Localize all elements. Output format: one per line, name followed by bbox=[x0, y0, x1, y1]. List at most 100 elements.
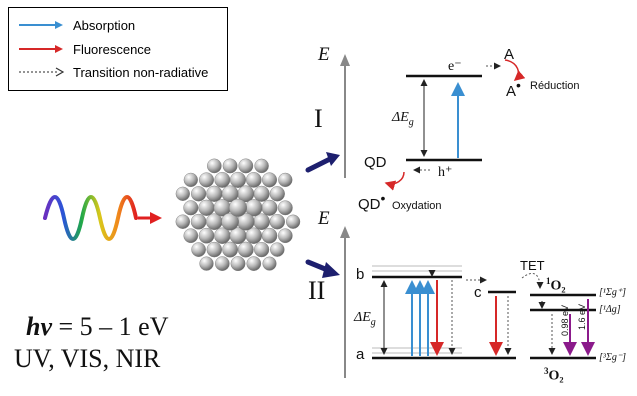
gap-subscript: g bbox=[370, 316, 376, 328]
nanoparticle-atom bbox=[198, 199, 215, 216]
energy-16-label: 1.6 eV bbox=[577, 303, 587, 330]
nanoparticle-atom bbox=[230, 256, 246, 271]
nanoparticle-atom bbox=[222, 158, 238, 174]
nanoparticle-atom bbox=[221, 212, 239, 231]
nanoparticle-atom bbox=[183, 200, 199, 216]
level-c-label: c bbox=[474, 284, 482, 301]
panel-I-axis-head bbox=[340, 54, 350, 66]
nanoparticle-atom bbox=[246, 256, 262, 271]
nanoparticle-atom bbox=[262, 256, 277, 271]
nanoparticle-atom bbox=[191, 186, 207, 202]
qd-label: QD bbox=[364, 154, 387, 171]
reduction-label: Réduction bbox=[530, 80, 580, 92]
nanoparticle-atom bbox=[270, 242, 285, 257]
panel-I-axis-label: E bbox=[318, 44, 330, 65]
legend-non-radiative-label: Transition non-radiative bbox=[73, 64, 209, 80]
panel-II-axis-label: E bbox=[318, 208, 330, 229]
nanoparticle-atom bbox=[254, 242, 270, 258]
radical-dot: • bbox=[380, 190, 386, 206]
arrow-to-panel-I bbox=[305, 155, 335, 173]
non-radiative-line-icon bbox=[19, 67, 65, 77]
nanoparticle-atom bbox=[261, 199, 278, 216]
nanoparticle-atom bbox=[238, 158, 254, 174]
nanoparticle-atom bbox=[206, 158, 222, 174]
nanoparticle-atom bbox=[222, 241, 239, 258]
legend-item-fluorescence: Fluorescence bbox=[17, 40, 151, 58]
nanoparticle-atom bbox=[229, 171, 246, 188]
panel-I-oxidation-arrow bbox=[384, 171, 405, 191]
nanoparticle-atom bbox=[199, 256, 214, 271]
nanoparticle-atom bbox=[254, 158, 269, 174]
acceptor-label: A bbox=[504, 46, 515, 63]
legend-fluorescence-label: Fluorescence bbox=[73, 41, 152, 57]
panel-I-gap-label: ΔEg bbox=[392, 110, 414, 128]
wave-arrow-head bbox=[150, 212, 162, 224]
hv-symbol: hν bbox=[26, 312, 52, 341]
nanoparticle-atom bbox=[262, 172, 278, 188]
nanoparticle-atom bbox=[269, 186, 285, 202]
panel-II-axis-head bbox=[340, 226, 350, 238]
nanoparticle-atom bbox=[221, 185, 239, 203]
tet-arrow bbox=[521, 272, 544, 289]
nanoparticle-atom bbox=[175, 214, 191, 229]
panel-II-roman: II bbox=[308, 276, 326, 305]
nanoparticle-atom bbox=[245, 172, 262, 188]
level-a-label: a bbox=[356, 346, 365, 363]
radical-dot: • bbox=[516, 77, 521, 93]
light-wave bbox=[43, 195, 138, 241]
triplet-text: O₂ bbox=[548, 368, 564, 384]
nanoparticle-atom bbox=[191, 242, 206, 257]
nanoparticle-atom bbox=[286, 214, 301, 229]
energy-range: = 5 – 1 eV bbox=[58, 312, 169, 341]
qd-oxidized-label: QD• bbox=[358, 190, 385, 213]
nanoparticle-atom bbox=[183, 172, 198, 188]
fluorescence-line-icon bbox=[19, 45, 63, 53]
arrow-to-panel-II-head bbox=[322, 262, 340, 278]
quantum-dot-sphere bbox=[175, 158, 301, 271]
term-sigma-lower: [³Σg⁻] bbox=[599, 352, 627, 363]
electron-label: e⁻ bbox=[448, 59, 462, 74]
singlet-text: O₂ bbox=[550, 278, 566, 294]
triplet-oxygen-label: 3O₂ bbox=[544, 366, 564, 385]
acceptor-reduced-label: A• bbox=[506, 77, 521, 100]
gap-symbol: ΔE bbox=[354, 310, 371, 325]
nanoparticle-atom bbox=[278, 172, 293, 188]
gap-symbol: ΔE bbox=[392, 110, 409, 125]
legend-item-non-radiative: Transition non-radiative bbox=[17, 63, 208, 81]
panel-II-gap-label: ΔEg bbox=[354, 310, 376, 328]
nanoparticle-atom bbox=[206, 185, 223, 202]
legend-absorption-label: Absorption bbox=[73, 17, 136, 33]
nanoparticle-atom bbox=[261, 227, 278, 244]
nanoparticle-atom bbox=[206, 241, 223, 258]
acceptor-reduced-text: A bbox=[506, 83, 517, 100]
panel-I-reduction-arrow bbox=[504, 59, 526, 81]
nanoparticle-atom bbox=[269, 213, 285, 230]
nanoparticle-atom bbox=[214, 256, 230, 271]
nanoparticle-atom bbox=[277, 228, 293, 243]
singlet-superscript: 1 bbox=[546, 276, 551, 286]
singlet-oxygen-label: 1O₂ bbox=[546, 276, 566, 295]
nanoparticle-atom bbox=[190, 213, 207, 230]
nanoparticle-atom bbox=[198, 227, 215, 244]
oxidation-label: Oxydation bbox=[392, 200, 442, 212]
term-sigma-upper: [¹Σg⁺] bbox=[599, 287, 627, 298]
hole-label: h⁺ bbox=[438, 165, 453, 180]
nanoparticle-atom bbox=[175, 186, 190, 201]
panel-I-roman: I bbox=[314, 104, 323, 133]
nanoparticle-atom bbox=[198, 172, 214, 188]
legend-item-absorption: Absorption bbox=[17, 16, 135, 34]
arrow-to-panel-I-head bbox=[326, 152, 340, 166]
triplet-superscript: 3 bbox=[544, 366, 549, 376]
nanoparticle-atom bbox=[228, 198, 247, 217]
nanoparticle-atom bbox=[277, 200, 293, 216]
nanoparticle-atom bbox=[237, 241, 254, 258]
energy-098-label: 0.98 eV bbox=[560, 304, 570, 336]
excitation-energy: hν = 5 – 1 eV bbox=[26, 312, 168, 342]
nanoparticle-atom bbox=[229, 227, 247, 245]
nanoparticle-atom bbox=[183, 228, 199, 243]
qd-oxidized-text: QD bbox=[358, 196, 381, 213]
gap-subscript: g bbox=[408, 116, 414, 128]
level-b-label: b bbox=[356, 266, 365, 283]
